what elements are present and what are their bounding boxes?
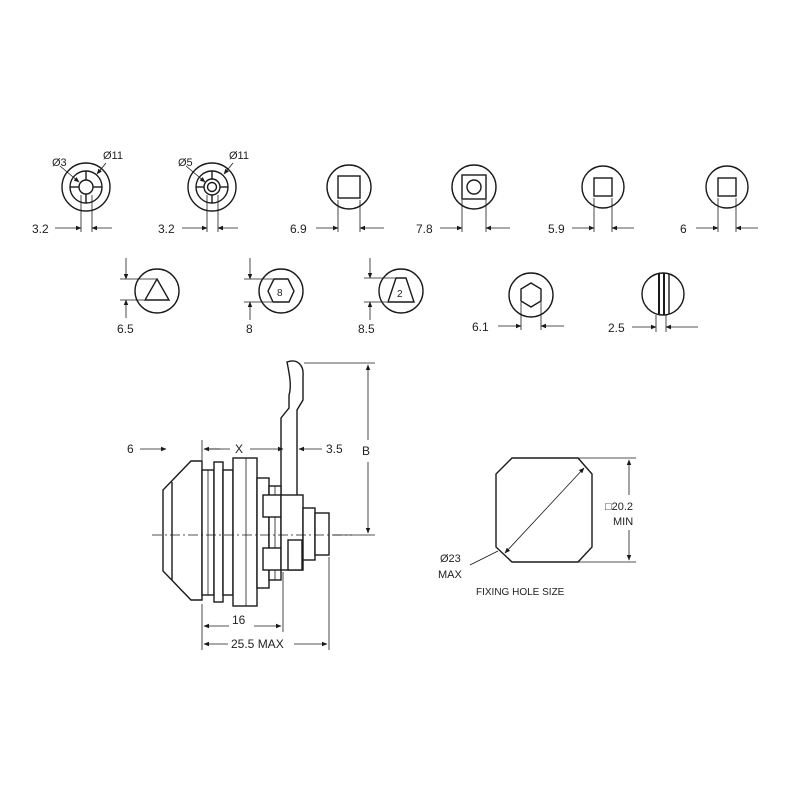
dim-diameter-note: MAX bbox=[438, 569, 463, 581]
dim-height: 6.5 bbox=[117, 322, 134, 336]
key-profile-square-6: 6 bbox=[680, 165, 758, 236]
key-profile-triangle-8: 8 8 bbox=[244, 258, 304, 336]
lock-side-view: 6 X 3.5 B 16 25.5 MAX bbox=[127, 360, 375, 651]
dim-bezel: 6 bbox=[127, 442, 134, 456]
dim-outer-dia: Ø11 bbox=[229, 150, 249, 162]
key-profile-triangle: 6.5 bbox=[117, 258, 180, 336]
dim-width: 6.1 bbox=[472, 320, 489, 334]
dim-width: 3.2 bbox=[32, 222, 49, 236]
dim-height: 8.5 bbox=[358, 322, 375, 336]
key-profile-slotted: 2.5 bbox=[608, 272, 698, 335]
dim-width: 2.5 bbox=[608, 321, 625, 335]
dim-square: □20.2 bbox=[605, 501, 633, 513]
key-profile-hexagon: 6.1 bbox=[472, 272, 564, 334]
fixing-hole-view: □20.2 MIN Ø23 MAX FIXING HOLE SIZE bbox=[438, 457, 636, 598]
fixing-hole-caption: FIXING HOLE SIZE bbox=[476, 587, 565, 598]
dim-cam-thickness: 3.5 bbox=[326, 442, 343, 456]
dim-height: 8 bbox=[246, 322, 253, 336]
key-profile-square-7-8: 7.8 bbox=[416, 164, 510, 236]
dim-inner-dia: Ø5 bbox=[178, 157, 193, 169]
dim-width: 6.9 bbox=[290, 222, 307, 236]
profile-inner-label: 2 bbox=[397, 289, 403, 300]
dim-inner-dia: Ø3 bbox=[52, 157, 67, 169]
key-profile-square-5-9: 5.9 bbox=[548, 165, 634, 236]
dim-x: X bbox=[235, 442, 243, 456]
dim-16: 16 bbox=[232, 613, 246, 627]
dim-outer-dia: Ø11 bbox=[103, 150, 123, 162]
dim-width: 6 bbox=[680, 222, 687, 236]
dim-b: B bbox=[362, 444, 370, 458]
key-profile-triangle-2: 2 8.5 bbox=[358, 258, 424, 336]
key-profile-tubular-5: Ø5 Ø11 3.2 bbox=[158, 150, 249, 236]
dim-width: 7.8 bbox=[416, 222, 433, 236]
profile-inner-label: 8 bbox=[277, 288, 283, 299]
dim-diameter: Ø23 bbox=[440, 553, 461, 565]
dim-width: 3.2 bbox=[158, 222, 175, 236]
dim-square-note: MIN bbox=[613, 516, 633, 528]
key-profile-square-6-9: 6.9 bbox=[290, 164, 384, 236]
dim-width: 5.9 bbox=[548, 222, 565, 236]
key-profile-tubular-3: Ø3 Ø11 3.2 bbox=[32, 150, 123, 236]
dim-total: 25.5 MAX bbox=[231, 637, 284, 651]
